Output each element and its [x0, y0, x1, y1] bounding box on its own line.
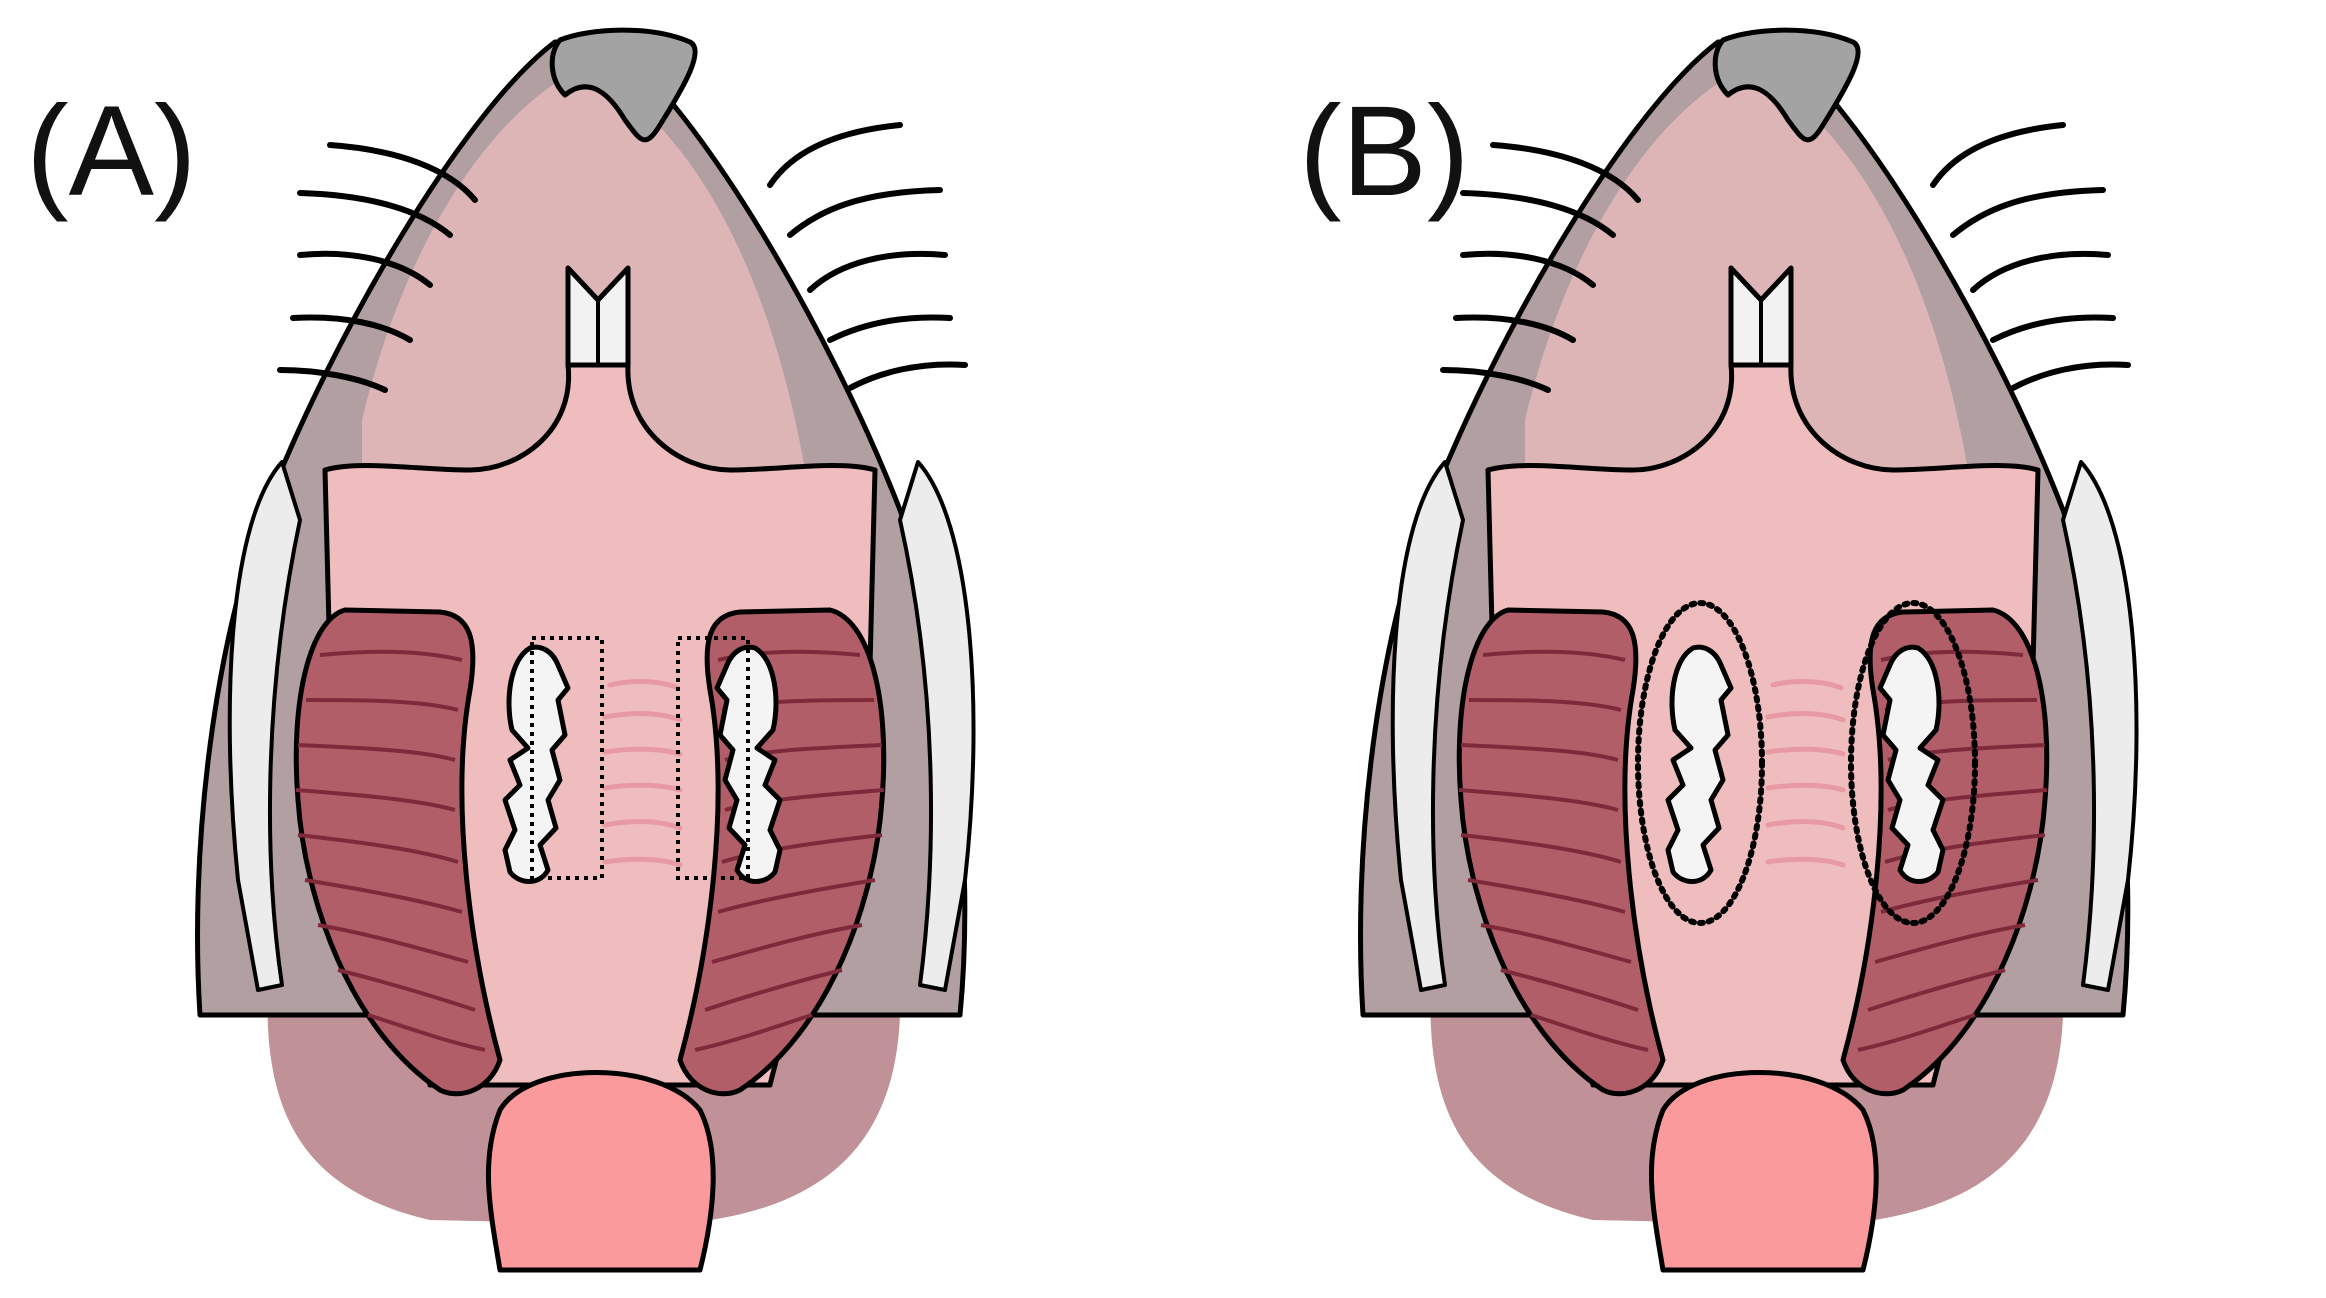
panel-label-a: (A): [26, 80, 197, 223]
panel-a: (A): [0, 0, 1163, 1298]
excision-region-left: [530, 636, 604, 880]
excision-region-right: [1848, 600, 1978, 926]
excision-region-left: [1635, 600, 1765, 926]
panel-label-b: (B): [1299, 80, 1470, 223]
panel-b: (B): [1163, 0, 2326, 1298]
mouse-palate-diagram-a: [0, 0, 1163, 1298]
excision-region-right: [676, 636, 750, 880]
mouse-palate-diagram-b: [1163, 0, 2326, 1298]
